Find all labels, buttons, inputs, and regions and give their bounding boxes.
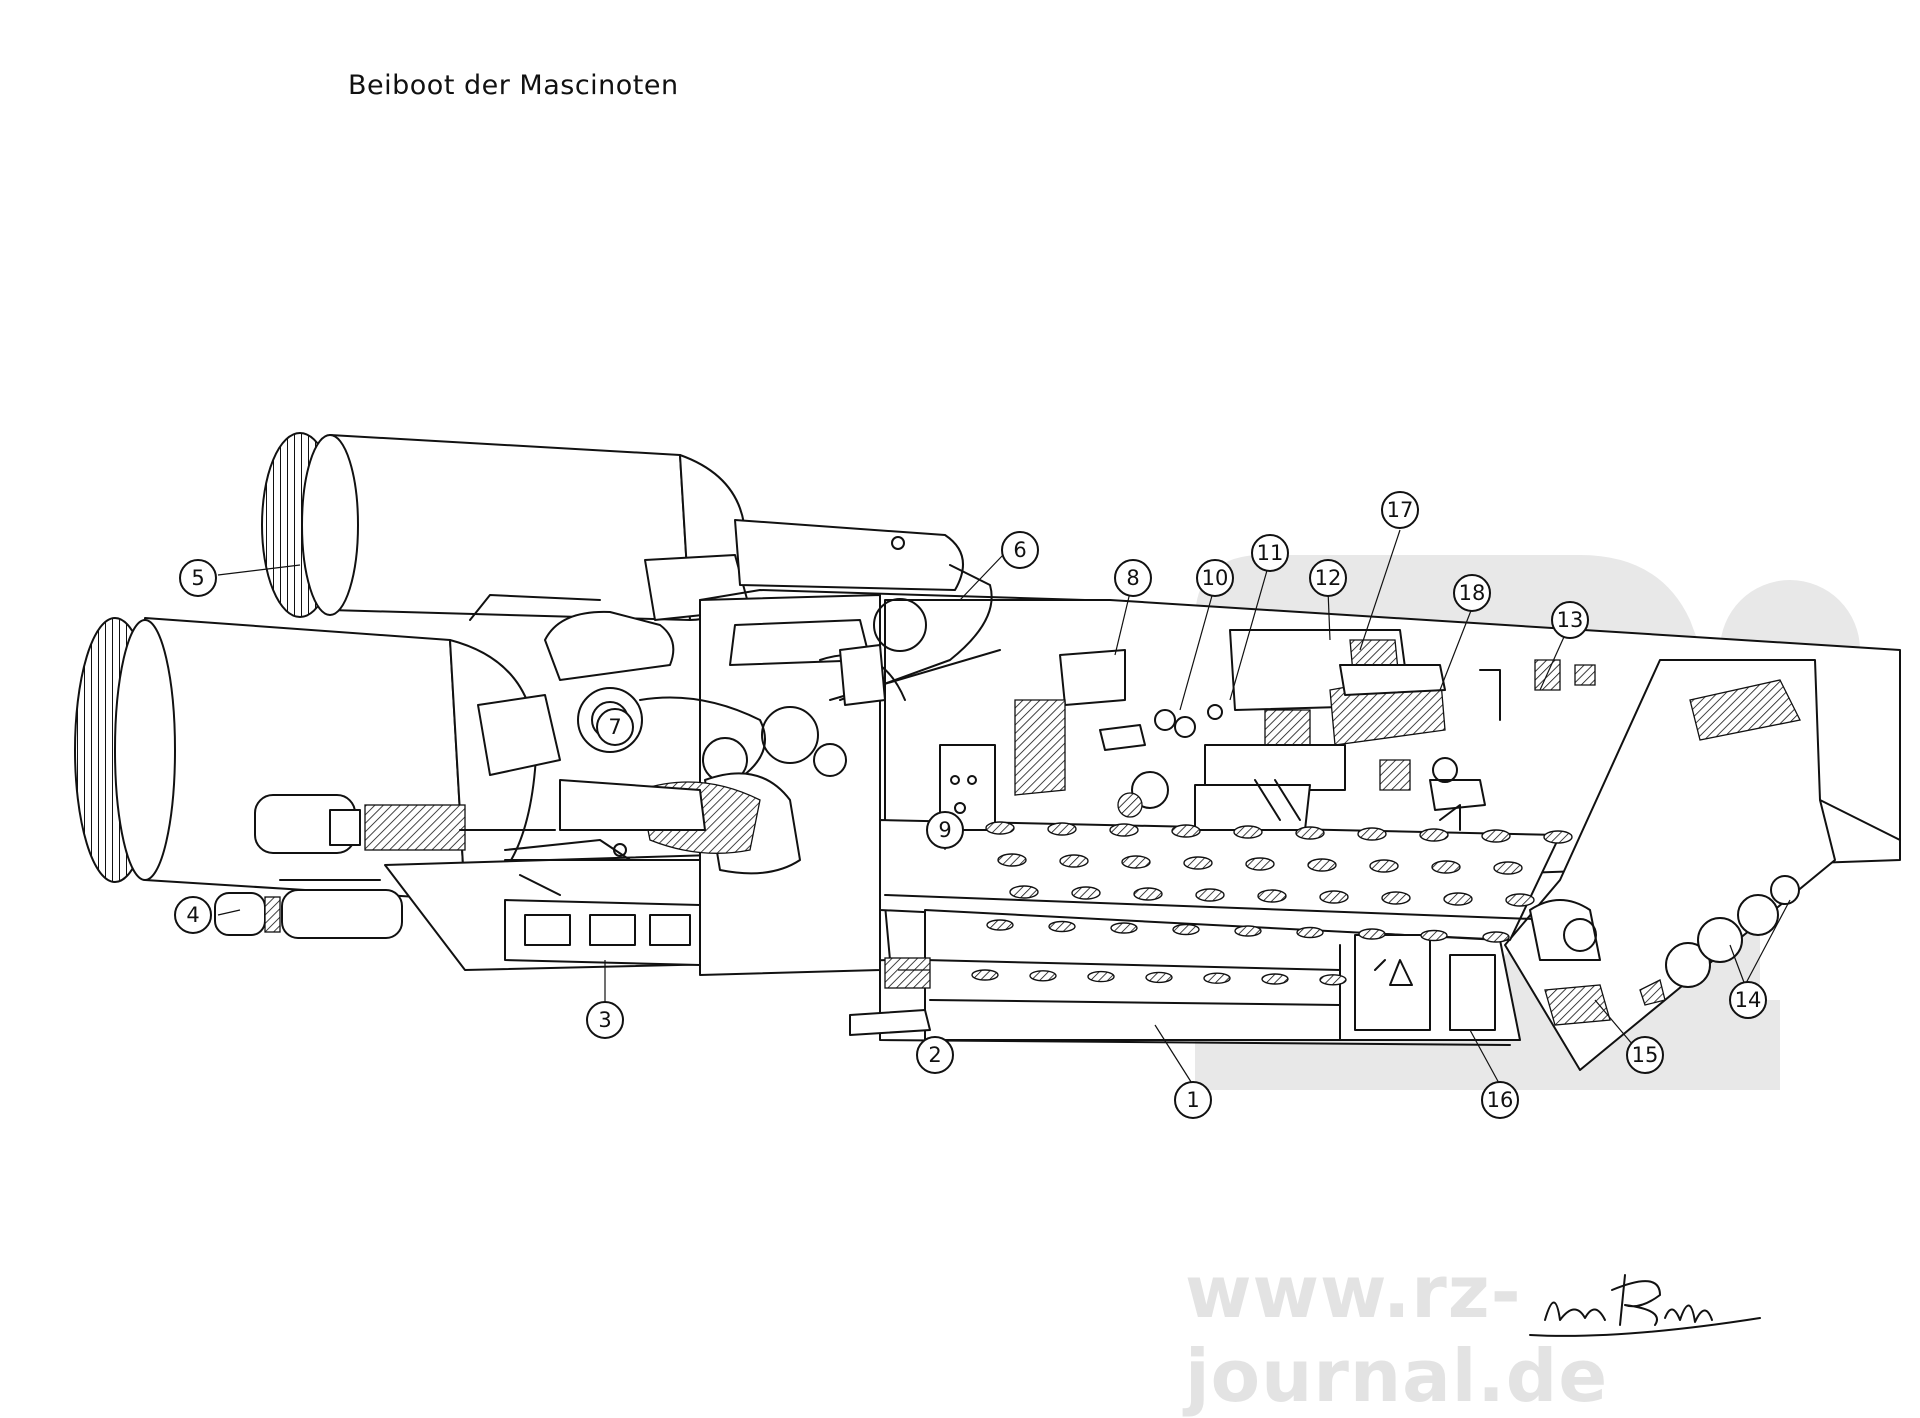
svg-text:17: 17 — [1387, 498, 1414, 522]
svg-text:5: 5 — [191, 566, 204, 590]
deck-seat-mark — [1183, 856, 1213, 870]
deck-seat-mark — [1109, 823, 1139, 837]
engine-pods — [74, 432, 964, 901]
deck-seat-mark — [1307, 858, 1337, 872]
callout-markers: 1 2 3 4 5 6 7 8 9 10 11 12 13 14 15 16 1… — [174, 491, 1767, 1119]
deck-seat-mark — [1233, 825, 1263, 839]
svg-text:18: 18 — [1459, 581, 1486, 605]
svg-text:1: 1 — [1186, 1088, 1199, 1112]
svg-text:14: 14 — [1735, 988, 1762, 1012]
callout-17: 17 — [1381, 491, 1419, 529]
callout-18: 18 — [1453, 574, 1491, 612]
deck-seat-mark — [1133, 887, 1163, 901]
deck-seat-mark — [1420, 929, 1448, 942]
deck-seat-mark — [1195, 888, 1225, 902]
callout-2: 2 — [916, 1036, 954, 1074]
deck-seat-mark — [1059, 854, 1089, 868]
svg-text:3: 3 — [598, 1008, 611, 1032]
deck-seat-mark — [1172, 923, 1200, 936]
callout-4: 4 — [174, 896, 212, 934]
deck-seat-mark — [1482, 931, 1510, 943]
deck-seat-mark — [1369, 859, 1399, 873]
deck-seat-rows — [971, 821, 1573, 986]
deck-seat-mark — [1481, 829, 1511, 843]
deck-seat-mark — [1110, 922, 1138, 934]
svg-text:9: 9 — [938, 818, 951, 842]
deck-seat-mark — [1029, 970, 1057, 982]
deck-seat-mark — [1009, 885, 1039, 899]
deck-seat-mark — [1145, 971, 1173, 984]
svg-text:2: 2 — [928, 1043, 941, 1067]
svg-text:12: 12 — [1315, 566, 1342, 590]
drawing-title: Beiboot der Mascinoten — [348, 70, 679, 101]
svg-text:10: 10 — [1202, 566, 1229, 590]
callout-7: 7 — [596, 708, 634, 746]
callout-12: 12 — [1309, 559, 1347, 597]
deck-seat-mark — [1493, 861, 1523, 875]
svg-text:15: 15 — [1632, 1043, 1659, 1067]
deck-seat-mark — [1431, 860, 1461, 874]
callout-13: 13 — [1551, 601, 1589, 639]
technical-illustration: Beiboot der Mascinoten — [74, 70, 1901, 1418]
svg-text:16: 16 — [1487, 1088, 1514, 1112]
deck-seat-mark — [1319, 890, 1349, 904]
deck-seat-mark — [1047, 822, 1077, 836]
deck-seat-mark — [1419, 828, 1449, 842]
svg-text:13: 13 — [1557, 608, 1584, 632]
deck-seat-mark — [1295, 826, 1325, 840]
svg-text:4: 4 — [186, 903, 199, 927]
signature — [1529, 1274, 1761, 1337]
deck-seat-mark — [1257, 889, 1287, 903]
deck-seat-mark — [1203, 972, 1231, 984]
booster-tubes — [214, 794, 556, 939]
deck-seat-mark — [986, 919, 1014, 931]
deck-seat-mark — [1048, 920, 1076, 933]
deck-seat-mark — [1296, 926, 1324, 939]
callout-1: 1 — [1174, 1081, 1212, 1119]
deck-seat-mark — [1319, 974, 1347, 986]
svg-text:8: 8 — [1126, 566, 1139, 590]
callout-5: 5 — [179, 559, 217, 597]
deck-seat-mark — [1505, 893, 1535, 907]
deck-seat-mark — [1071, 886, 1101, 900]
upper-deck-equipment — [849, 629, 1801, 1036]
deck-seat-mark — [1358, 928, 1386, 940]
svg-text:7: 7 — [608, 715, 621, 739]
deck-seat-mark — [1087, 970, 1115, 983]
deck-seat-mark — [1171, 824, 1201, 838]
deck-seat-mark — [971, 969, 999, 981]
deck-seat-mark — [1443, 892, 1473, 906]
deck-seat-mark — [1234, 925, 1262, 937]
callout-15: 15 — [1626, 1036, 1664, 1074]
callout-3: 3 — [586, 1001, 624, 1039]
watermark-text: www.rz-journal.de — [1185, 1250, 1609, 1418]
deck-seat-mark — [1261, 973, 1289, 985]
deck-seat-mark — [1381, 891, 1411, 905]
ship-cutaway-drawing: 1 2 3 4 5 6 7 8 9 10 11 12 13 14 15 16 1… — [74, 432, 1901, 1337]
lower-consoles — [504, 859, 701, 966]
svg-text:6: 6 — [1013, 538, 1026, 562]
callout-16: 16 — [1481, 1081, 1519, 1119]
deck-seat-mark — [985, 821, 1015, 835]
callout-14: 14 — [1729, 981, 1767, 1019]
hull — [384, 589, 1901, 1071]
deck-seat-mark — [1121, 855, 1151, 869]
callout-10: 10 — [1196, 559, 1234, 597]
engine-bay-internals — [469, 564, 1001, 875]
callout-6: 6 — [1001, 531, 1039, 569]
deck-seat-mark — [997, 853, 1027, 867]
callout-9: 9 — [926, 811, 964, 849]
callout-8: 8 — [1114, 559, 1152, 597]
deck-seat-mark — [1245, 857, 1275, 871]
deck-seat-mark — [1357, 827, 1387, 841]
svg-text:11: 11 — [1257, 541, 1284, 565]
callout-11: 11 — [1251, 534, 1289, 572]
deck-seat-mark — [1543, 830, 1573, 844]
